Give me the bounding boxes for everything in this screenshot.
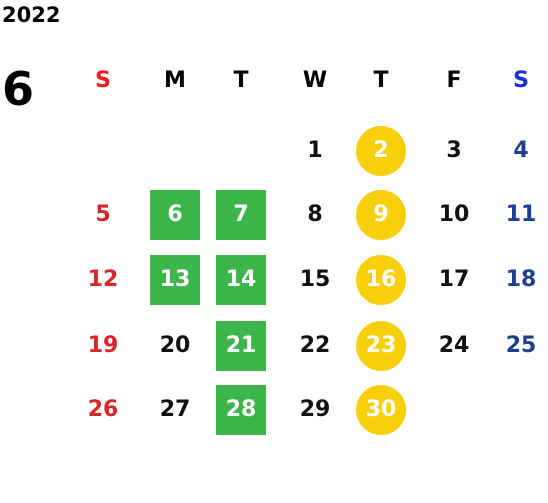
weekday-header: F xyxy=(446,68,462,93)
day-cell[interactable]: 20 xyxy=(159,333,191,358)
day-cell[interactable]: 26 xyxy=(87,397,119,422)
month-number: 6 xyxy=(2,62,35,116)
day-cell[interactable]: 5 xyxy=(95,202,111,227)
day-cell[interactable]: 11 xyxy=(505,202,537,227)
weekday-header: M xyxy=(164,68,186,93)
day-cell[interactable]: 7 xyxy=(216,190,266,240)
day-cell[interactable]: 15 xyxy=(299,267,331,292)
day-cell[interactable]: 30 xyxy=(356,385,406,435)
day-cell[interactable]: 8 xyxy=(307,202,323,227)
weekday-header: T xyxy=(233,68,249,93)
weekday-header: S xyxy=(513,68,529,93)
day-cell[interactable]: 25 xyxy=(505,333,537,358)
day-cell[interactable]: 1 xyxy=(307,138,323,163)
day-cell[interactable]: 12 xyxy=(87,267,119,292)
day-cell[interactable]: 19 xyxy=(87,333,119,358)
day-cell[interactable]: 28 xyxy=(216,385,266,435)
day-cell[interactable]: 9 xyxy=(356,190,406,240)
day-cell[interactable]: 14 xyxy=(216,255,266,305)
day-cell[interactable]: 17 xyxy=(438,267,470,292)
day-cell[interactable]: 24 xyxy=(438,333,470,358)
weekday-header: W xyxy=(302,68,328,93)
day-cell[interactable]: 6 xyxy=(150,190,200,240)
day-cell[interactable]: 3 xyxy=(446,138,462,163)
day-cell[interactable]: 13 xyxy=(150,255,200,305)
day-cell[interactable]: 29 xyxy=(299,397,331,422)
day-cell[interactable]: 23 xyxy=(356,321,406,371)
day-cell[interactable]: 2 xyxy=(356,126,406,176)
day-cell[interactable]: 16 xyxy=(356,255,406,305)
day-cell[interactable]: 21 xyxy=(216,321,266,371)
weekday-header: T xyxy=(373,68,389,93)
day-cell[interactable]: 27 xyxy=(159,397,191,422)
weekday-header: S xyxy=(95,68,111,93)
day-cell[interactable]: 4 xyxy=(513,138,529,163)
day-cell[interactable]: 18 xyxy=(505,267,537,292)
day-cell[interactable]: 22 xyxy=(299,333,331,358)
day-cell[interactable]: 10 xyxy=(438,202,470,227)
year-label: 2022 xyxy=(2,3,61,27)
